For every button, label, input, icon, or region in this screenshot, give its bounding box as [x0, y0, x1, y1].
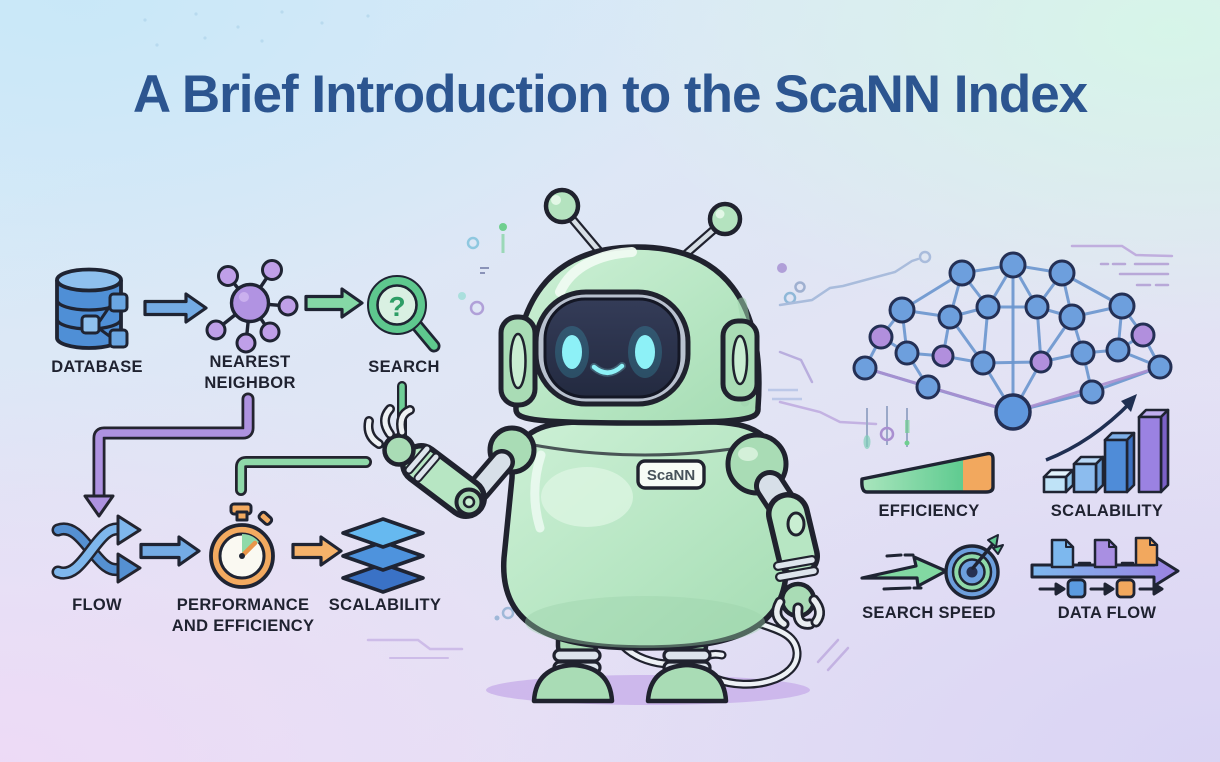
speed-arrow-target-icon [860, 534, 1004, 600]
shuffle-arrows-icon [51, 514, 142, 584]
node-graph-icon [205, 259, 299, 354]
magnifier-question-icon: ? [367, 275, 441, 353]
trace-bottom-left-decoration [366, 606, 850, 672]
robot-ears [498, 314, 760, 408]
circuit-trace-topright-decoration [1070, 244, 1174, 287]
network-node [1058, 303, 1086, 331]
network-node [1105, 337, 1131, 363]
network-node [1048, 259, 1076, 287]
neural-network-graph-icon [852, 251, 1173, 431]
file-icon [1093, 538, 1118, 569]
data-flow-label: DATA FLOW [1057, 604, 1157, 622]
dots-left-of-head-decoration [458, 223, 507, 316]
database-label: DATABASE [51, 358, 143, 376]
file-icon [1050, 538, 1075, 569]
robot-smile [591, 363, 625, 375]
efficiency-label: EFFICIENCY [878, 502, 980, 520]
network-node [999, 251, 1027, 279]
network-node [975, 294, 1001, 320]
network-node [931, 344, 955, 368]
circuit-trace-left-decoration [778, 250, 932, 426]
file-icon [1134, 536, 1159, 567]
arrow-database-to-neighbor [143, 292, 208, 324]
scalability-right-label: SCALABILITY [1050, 502, 1164, 520]
robot-eye [635, 335, 655, 369]
network-node [1079, 379, 1105, 405]
robot-chest-badge: ScaNN [636, 459, 706, 490]
green-elbow-connector [235, 456, 372, 496]
documents-flow-icon [1030, 536, 1180, 599]
search-label: SEARCH [368, 358, 440, 376]
arrow-neighbor-to-search [304, 287, 364, 319]
question-glyph: ? [388, 291, 405, 322]
nearest-neighbor-label: NEAREST NEIGHBOR [204, 353, 296, 392]
network-node [970, 350, 996, 376]
network-node [1130, 322, 1156, 348]
network-node [1024, 294, 1050, 320]
robot-left-arm [363, 381, 537, 519]
network-node [894, 340, 920, 366]
stacked-layers-icon [341, 517, 425, 594]
speckles-decoration [143, 10, 370, 47]
flow-label: FLOW [72, 596, 122, 614]
robot-right-arm [725, 432, 825, 630]
robot-face-screen [533, 289, 691, 407]
network-node [937, 304, 963, 330]
search-speed-label: SEARCH SPEED [862, 604, 996, 622]
network-node [868, 324, 894, 350]
scann-robot-mascot: ScaNN [363, 187, 825, 705]
efficiency-ramp-icon [860, 451, 995, 494]
stopwatch-icon [209, 502, 275, 589]
network-node [852, 355, 878, 381]
robot-eye [562, 335, 582, 369]
network-node [994, 393, 1032, 431]
network-node [1070, 340, 1096, 366]
performance-label: PERFORMANCE AND EFFICIENCY [171, 596, 315, 635]
arrow-flow-to-performance [139, 535, 201, 567]
page-title: A Brief Introduction to the ScaNN Index [132, 65, 1088, 124]
network-node [948, 259, 976, 287]
growth-bars-icon [1042, 394, 1170, 494]
network-node [888, 296, 916, 324]
arrow-performance-to-scalability [291, 535, 343, 567]
badge-label: ScaNN [647, 467, 695, 484]
pins-decoration [863, 406, 910, 449]
purple-elbow-connector [83, 392, 255, 518]
robot-antennae [543, 187, 743, 259]
network-node [1147, 354, 1173, 380]
database-icon [55, 267, 129, 350]
network-node [1108, 292, 1136, 320]
network-node [1029, 350, 1053, 374]
network-node [915, 374, 941, 400]
scalability-left-label: SCALABILITY [328, 596, 442, 614]
dots-right-of-head-decoration [768, 263, 802, 401]
